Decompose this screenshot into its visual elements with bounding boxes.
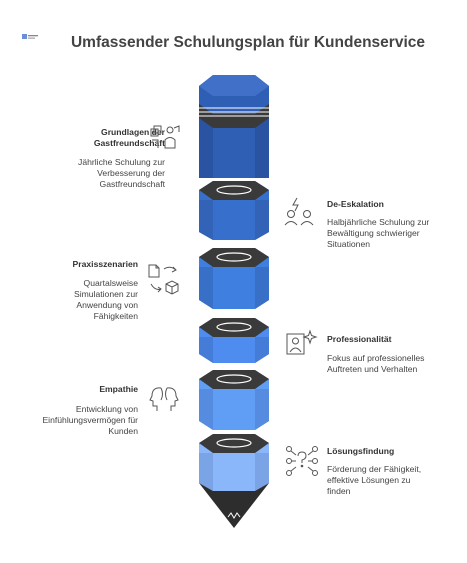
desc-loesungsfindung: Förderung der Fähigkeit, effektive Lösun… [327, 464, 422, 496]
desc-empathie: Entwicklung von Einfühlungsvermögen für … [42, 404, 138, 436]
segment-loesungsfindung [199, 434, 269, 491]
heading-professionalitaet: Professionalität [327, 334, 392, 344]
heading-empathie: Empathie [99, 384, 138, 394]
network-question-icon [286, 446, 318, 476]
desc-de-eskalation: Halbjährliche Schulung zur Bewältigung s… [327, 217, 430, 249]
heading-praxisszenarien: Praxisszenarien [72, 259, 138, 269]
logo-icon [22, 34, 38, 39]
heading-loesungsfindung: Lösungsfindung [327, 446, 395, 456]
pencil-tip [199, 483, 269, 528]
page-title: Umfassender Schulungsplan für Kundenserv… [70, 34, 425, 51]
heading-grundlagen: Grundlagen der Gastfreundschaft [93, 127, 165, 148]
heading-de-eskalation: De-Eskalation [327, 199, 384, 209]
desc-professionalitaet: Fokus auf professionelles Auftreten und … [327, 353, 425, 374]
segment-praxisszenarien [199, 248, 269, 309]
desc-praxisszenarien: Quartalsweise Simulationen zur Anwendung… [73, 278, 138, 321]
people-presentation-icon [150, 125, 180, 149]
conflict-people-icon [284, 197, 314, 226]
profile-sparkle-icon [286, 329, 318, 355]
document-to-cube-icon [148, 264, 179, 295]
two-heads-icon [149, 387, 179, 411]
segment-grundlagen [199, 75, 269, 178]
segment-de-eskalation [199, 181, 269, 240]
segment-professionalitaet [199, 318, 269, 363]
segment-empathie [199, 370, 269, 430]
desc-grundlagen: Jährliche Schulung zur Verbesserung der … [78, 157, 165, 189]
